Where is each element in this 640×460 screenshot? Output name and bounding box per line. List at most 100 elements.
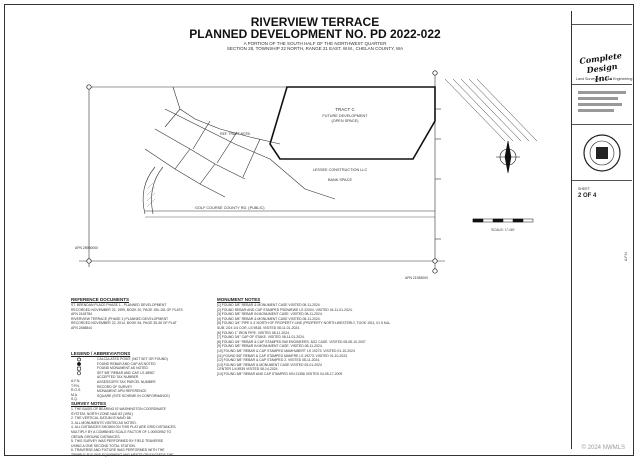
survey-note: 4. ALL DISTANCES SHOWN ON THIS PLAT ARE …	[71, 425, 177, 430]
monument-note: [4] FOUND 5/8" REBAR & MONUMENT CASE VIS…	[217, 316, 321, 321]
references-list: ST. BRENDAN PLACE PHASE 1 - PLANNED DEVE…	[71, 303, 183, 331]
abbr-item: R.O.S.	[71, 388, 82, 393]
tract-c-boundary	[269, 86, 436, 160]
legend-row: CALCULATED POINT, (NOT SET OR FOUND)	[97, 357, 168, 361]
monument-note: [1] FOUND 5/8" REBAR & MONUMENT CASE VIS…	[217, 303, 320, 307]
legend-row: RECORD OF SURVEY	[97, 384, 133, 389]
scale-label: SCALE: 1"=50'	[491, 228, 515, 232]
title-block-header	[572, 11, 632, 25]
legend-list: CALCULATED POINT, (NOT SET OR FOUND) FOU…	[71, 357, 170, 398]
site-plan-drawing: TRACT C FUTURE DEVELOPMENT (OPEN SPACE) …	[75, 70, 538, 280]
vertical-label: A.F.N.	[624, 251, 628, 261]
monument-sw	[86, 258, 92, 264]
monument-se	[432, 258, 438, 264]
reference-row: ST. BRENDAN PLACE PHASE 1 - PLANNED DEVE…	[71, 303, 167, 307]
survey-note: 5. THIS SURVEY WAS PERFORMED BY FIELD TR…	[71, 439, 164, 444]
monument-note: [11] FOUND 5/8" REBAR & CAP STAMPED MANF…	[217, 353, 348, 358]
survey-note: 1. THE BASIS OF BEARING IS WASHINGTON CO…	[71, 407, 166, 411]
legend-row: ASSESSOR'S TAX PARCEL NUMBER	[97, 379, 156, 384]
lot-line-d	[144, 148, 226, 198]
river-line-1	[444, 78, 506, 142]
legend-row: FOUND MONUMENT AS NOTED	[97, 366, 148, 371]
firm-logo-cell: Complete Design Inc. Land Surveying & Ci…	[572, 25, 632, 85]
plat-subtitle: PLANNED DEVELOPMENT NO. PD 2022-022	[189, 27, 441, 41]
monument-notes-heading: MONUMENT NOTES	[217, 297, 261, 302]
plat-description-1: A PORTION OF THE SOUTH HALF OF THE NORTH…	[243, 41, 387, 46]
bank-space-label: BANK SPACE	[328, 178, 352, 182]
references-heading: REFERENCE DOCUMENTS	[71, 297, 130, 302]
monument-note: [13] FOUND 5/8" REBAR & MONUMENT CASE VI…	[217, 362, 322, 367]
monument-note: [10] FOUND 5/8" REBAR & CAP STAMPED MAMH…	[217, 348, 355, 353]
monument-note: [14] FOUND 5/8" REBAR AND CAP STAMPED KI…	[217, 371, 343, 376]
monument-note: [2] FOUND REBAR AND CAP STAMPED PBOWEWE …	[217, 307, 353, 312]
monument-note: [7] FOUND 3/4" CAP OF STAKE. VISITED 08-…	[217, 335, 305, 340]
survey-note: 2. THE VERTICAL DATUM IS NAVD 88.	[71, 416, 132, 421]
survey-note: SYSTEM, NORTH ZONE NAD 83 (1991)	[71, 411, 133, 416]
survey-note: OBTAIN GROUND DISTANCES.	[71, 434, 121, 439]
monument-note: [6] FOUND 1" IRON PIPE. VISITED 08-11-20…	[217, 330, 290, 335]
abbr-item: T.P.N.	[71, 383, 80, 388]
legend-row: MONUMENT APN REFERENCE	[97, 389, 147, 394]
firm-subtitle: Land Surveying & Civil Engineering	[576, 77, 633, 81]
monument-note: [5] FOUND 3/4" PIPE 0.4' NORTH OF PROPER…	[217, 321, 392, 326]
professional-seal-icon	[583, 134, 621, 172]
found-monument-icon	[77, 366, 81, 371]
monument-ne	[432, 70, 438, 76]
survey-note: 6. TRAVERSE AND FIXTURE WAS PERFORMED WI…	[71, 448, 165, 453]
abbr-item: A.F.N.	[71, 379, 81, 383]
seal-cell	[572, 125, 632, 181]
plat-sheet: RIVERVIEW TERRACE PLANNED DEVELOPMENT NO…	[4, 4, 634, 458]
info-cell	[572, 85, 632, 125]
legend-heading: LEGEND / ABBREVIATIONS	[71, 351, 131, 356]
legend-row: SET 5/8" REBAR AND CAP, LS 48967	[97, 370, 155, 375]
reference-row: AFN 2418784	[71, 312, 92, 317]
survey-note: TRIMBLE R10 GPS EQUIPMENT AND MEETS OR E…	[71, 452, 174, 457]
reference-row: RECORDED NOVEMBER 22, 2014, BOOK 54, PAG…	[71, 321, 177, 326]
road-label: GOLF COURSE COUNTY RD. (PUBLIC)	[195, 206, 265, 210]
calculated-point-icon	[77, 357, 81, 362]
plat-title: RIVERVIEW TERRACE	[250, 15, 380, 29]
monument-s	[432, 268, 438, 274]
apn-right-label: APN 21983000	[405, 276, 428, 280]
apn-left-label: APN 28980000	[75, 246, 98, 250]
ref-tract-label: REF. TRACT BOTB	[220, 132, 250, 136]
survey-notes-heading: SURVEY NOTES	[71, 401, 107, 406]
survey-note: MULTIPLY BY A COMBINED SCALE FACTOR OF 1…	[71, 429, 172, 434]
monument-notes-list: [1] FOUND 5/8" REBAR & MONUMENT CASE VIS…	[217, 303, 391, 377]
sheet-info-cell: SHEET 2 OF 4 A.F.N.	[572, 181, 632, 449]
abbr-item: M.A.	[71, 392, 78, 397]
title-block: Complete Design Inc. Land Surveying & Ci…	[571, 11, 632, 449]
plat-description-2: SECTION 28, TOWNSHIP 22 NORTH, RANGE 21 …	[226, 46, 404, 51]
lessee-label: LESSEE CONSTRUCTION LLC	[313, 168, 368, 172]
sheet-number: 2 OF 4	[578, 193, 597, 199]
monument-note: [12] FOUND 5/8" REBAR & CAP STAMPED 2. V…	[217, 358, 321, 363]
monument-note: [9] FOUND 5/8" REBAR IN MONUMENT CASE. V…	[217, 344, 323, 349]
lot-line-a	[172, 86, 281, 145]
monument-note: [3] FOUND 5/8" REBAR IN MONUMENT CASE. V…	[217, 312, 323, 317]
legend-symbols	[77, 357, 81, 376]
reference-row: AFN 2458844	[71, 325, 92, 330]
legend-row: ACCEPTED TAX NUMBER	[97, 375, 139, 380]
monument-note: [8] FOUND 3/4" REBAR & CAP STAMPED BW EN…	[217, 339, 366, 344]
watermark: © 2024 NWMLS	[581, 445, 625, 451]
north-arrow-icon	[496, 140, 520, 174]
abbr-item: S.Q.	[71, 397, 78, 402]
legend-row: FOUND REBAR AND CAP AS NOTED	[97, 361, 156, 366]
legend-abbreviations: A.F.N. T.P.N. R.O.S. M.A. S.Q.	[71, 379, 81, 402]
monument-note: CENTER 1/4 8935 VISITED 08-14-2024	[217, 367, 278, 372]
legend-row: SQUARE (SITE SCHEME IN CONFORMANCE)	[97, 393, 170, 398]
reference-row: RIVERVIEW TERRACE (PHASE 1) PLANNED DEVE…	[71, 316, 169, 321]
sheet-label: SHEET	[578, 187, 590, 191]
monument-nw	[86, 84, 92, 90]
lot-line-c	[154, 128, 246, 180]
found-rebar-icon	[77, 362, 81, 366]
set-rebar-icon	[77, 371, 81, 376]
lot-line-b	[164, 108, 336, 200]
road-curve	[142, 166, 156, 215]
open-space-label: (OPEN SPACE)	[332, 119, 360, 123]
reference-row: RECORDED NOVEMBER 22, 1999, BOOK 20, PAG…	[71, 307, 183, 312]
tract-c-label: TRACT C	[335, 107, 355, 112]
survey-note: 3. ALL MONUMENTS VISITED AS NOTED.	[71, 420, 137, 425]
scale-bar	[472, 218, 534, 223]
survey-notes-list: 1. THE BASIS OF BEARING IS WASHINGTON CO…	[71, 407, 176, 458]
